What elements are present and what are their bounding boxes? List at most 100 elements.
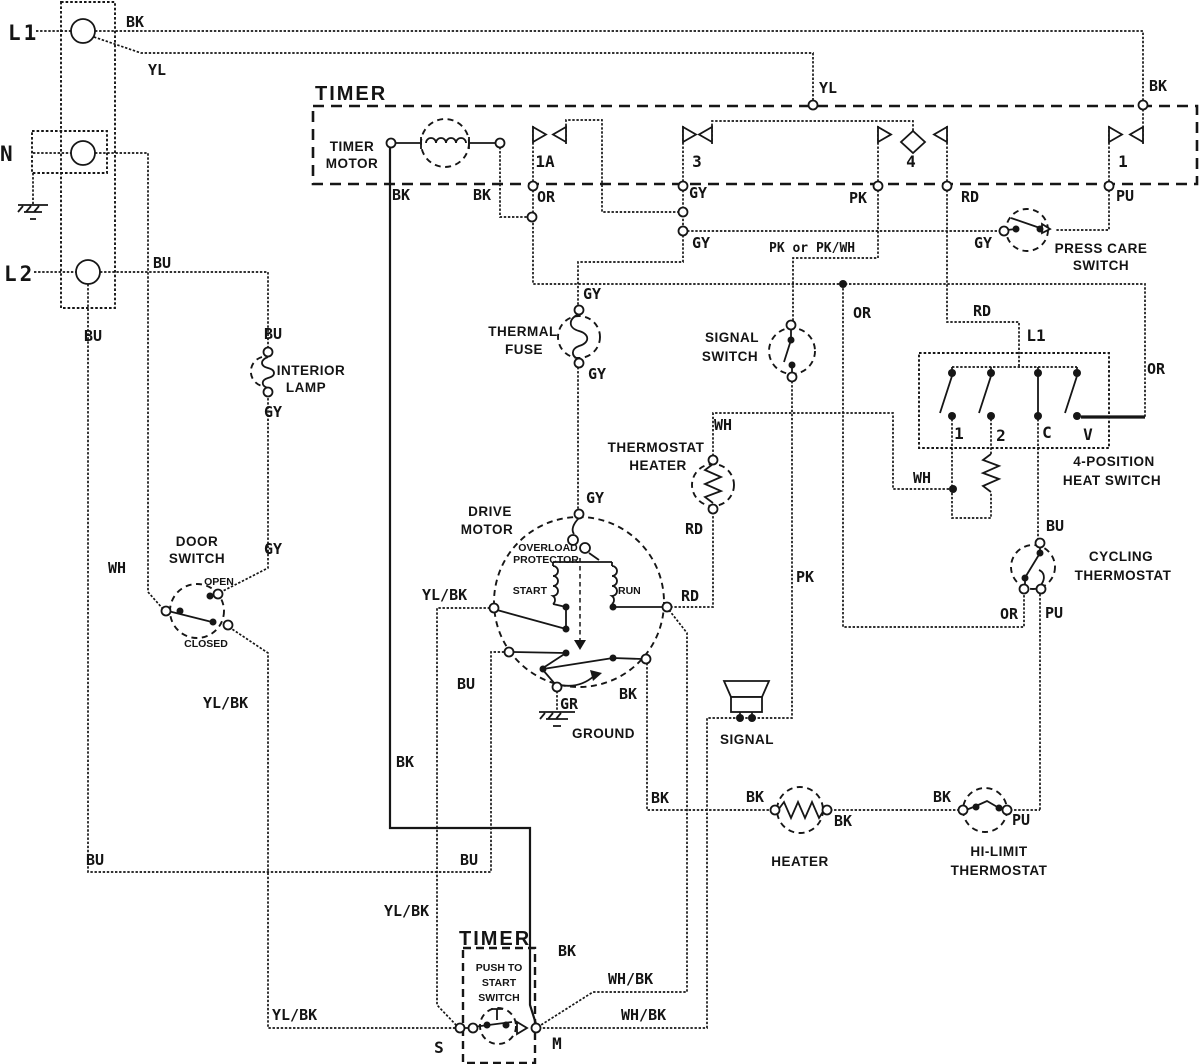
contact-4-flag-left bbox=[877, 125, 893, 144]
wire-label-gy: GY bbox=[692, 234, 710, 252]
heat-switch-pos-c: C bbox=[1042, 423, 1052, 442]
push-start-blade bbox=[465, 1008, 513, 1029]
contact-1-flag-left bbox=[1108, 125, 1124, 144]
wire-label-ylbk: YL/BK bbox=[422, 586, 467, 604]
run-winding-label: RUN bbox=[618, 585, 641, 597]
wire-wh-n-to-door bbox=[95, 152, 164, 610]
neutral-ground-icon bbox=[17, 204, 48, 220]
wire-label-pk-or-pkwh: PK or PK/WH bbox=[769, 241, 855, 256]
terminal-strip-box bbox=[60, 1, 116, 309]
wire-label-yl: YL bbox=[819, 79, 837, 97]
contact-1a-flag-left bbox=[532, 125, 548, 144]
overload-lead bbox=[571, 517, 580, 535]
wire-label-bu: BU bbox=[457, 675, 475, 693]
push-start-label-1: PUSH TO bbox=[476, 962, 522, 974]
timer-motor-symbol bbox=[395, 118, 495, 168]
ground-label: GROUND bbox=[572, 726, 635, 741]
n-terminal-circle bbox=[70, 140, 96, 166]
wire-label-bu: BU bbox=[86, 851, 104, 869]
wire-label-wh: WH bbox=[714, 416, 732, 434]
door-switch-open-label: OPEN bbox=[204, 576, 234, 588]
push-start-terminal-m: M bbox=[552, 1034, 562, 1053]
press-care-label-2: SWITCH bbox=[1073, 258, 1129, 273]
interior-lamp-filament-icon bbox=[261, 356, 275, 389]
door-switch-label-2: SWITCH bbox=[169, 551, 225, 566]
junction-dots bbox=[176, 225, 1081, 1029]
timer-box bbox=[311, 104, 1199, 186]
wire-label-bu: BU bbox=[1046, 517, 1064, 535]
wire-label-pu: PU bbox=[1045, 604, 1063, 622]
contact-1-flag-right bbox=[1128, 125, 1144, 144]
signal-switch-label-2: SWITCH bbox=[702, 349, 758, 364]
wire-label-yl: YL bbox=[148, 61, 166, 79]
heat-switch-label-1: 4-POSITION bbox=[1073, 454, 1155, 469]
motor-ground-icon bbox=[539, 711, 575, 727]
labels: L1 N L2 TIMER TIMER MOTOR 1A 3 4 1 BK YL… bbox=[0, 13, 1171, 1057]
thermostat-heater-label-2: HEATER bbox=[629, 458, 687, 473]
signal-switch-label-1: SIGNAL bbox=[705, 330, 759, 345]
timer-contact-1a-label: 1A bbox=[535, 152, 555, 171]
wire-label-gy: GY bbox=[588, 365, 606, 383]
wire-label-bu: BU bbox=[264, 325, 282, 343]
signal-horn-icon bbox=[722, 680, 771, 698]
overload-label-1: OVERLOAD bbox=[518, 542, 578, 554]
wire-label-gy: GY bbox=[583, 285, 601, 303]
wire-label-bk: BK bbox=[558, 942, 576, 960]
thermostat-heater-label-1: THERMOSTAT bbox=[608, 440, 705, 455]
hi-limit-label-2: THERMOSTAT bbox=[951, 863, 1048, 878]
heater-resistor-icon bbox=[777, 799, 825, 821]
thermal-fuse-symbol bbox=[557, 313, 601, 360]
wire-label-rd: RD bbox=[685, 520, 703, 538]
rotation-arrowhead-icon bbox=[590, 670, 602, 681]
wire-label-or: OR bbox=[1147, 360, 1166, 378]
thermostat-heater-symbol bbox=[691, 463, 735, 507]
wire-bk-timermotor-jog bbox=[499, 147, 528, 218]
wire-label-bk: BK bbox=[392, 186, 410, 204]
timer-contact-3-label: 3 bbox=[692, 152, 702, 171]
wire-label-gr: GR bbox=[560, 695, 579, 713]
l2-terminal-circle bbox=[75, 259, 101, 285]
timer-motor-circle bbox=[420, 118, 470, 168]
heat-switch-pos-1: 1 bbox=[954, 424, 964, 443]
signal-symbol bbox=[722, 680, 771, 713]
wire-bu-l2-to-motor bbox=[87, 284, 505, 873]
overload-contact-a bbox=[567, 534, 579, 546]
press-care-switch-symbol bbox=[1005, 208, 1052, 252]
wire-yl-l1-to-timer bbox=[93, 36, 814, 101]
heat-switch-resistor-icon bbox=[980, 453, 1002, 493]
wire-label-rd: RD bbox=[973, 302, 991, 320]
rotation-arrow-arc bbox=[555, 675, 595, 687]
push-start-symbol bbox=[465, 1007, 529, 1045]
timer-contact-stems bbox=[532, 105, 1144, 186]
press-care-label-1: PRESS CARE bbox=[1055, 241, 1148, 256]
wire-label-pk: PK bbox=[849, 189, 867, 207]
thermal-fuse-label-2: FUSE bbox=[505, 342, 543, 357]
heater-symbol bbox=[776, 786, 825, 834]
timer-contacts bbox=[532, 125, 1144, 155]
wire-label-or: OR bbox=[1000, 605, 1019, 623]
wire-label-bk: BK bbox=[473, 186, 491, 204]
wire-label-gy: GY bbox=[689, 184, 707, 202]
wire-label-pk: PK bbox=[796, 568, 814, 586]
start-winding-coil-icon bbox=[550, 565, 559, 605]
thermal-fuse-circle bbox=[557, 315, 601, 359]
wire-label-rd: RD bbox=[961, 188, 979, 206]
overload-contact-b bbox=[579, 542, 591, 554]
heater-label: HEATER bbox=[771, 854, 829, 869]
contact-1a-flag-right bbox=[551, 125, 567, 144]
door-switch-closed-label: CLOSED bbox=[184, 638, 228, 650]
neutral-terminal-box bbox=[31, 130, 108, 174]
wire-label-pu: PU bbox=[1012, 811, 1030, 829]
wire-label-bk: BK bbox=[933, 788, 951, 806]
enclosure-boxes bbox=[31, 1, 1199, 1064]
thermostat-heater-circle bbox=[691, 463, 735, 507]
press-care-blade bbox=[1006, 217, 1041, 231]
wire-1a-right-jog bbox=[565, 119, 679, 213]
wire-pk-whbk-to-m bbox=[540, 381, 793, 1029]
thermostat-heater-resistor-icon bbox=[702, 463, 724, 504]
interior-lamp-label-2: LAMP bbox=[286, 380, 326, 395]
cycling-thermostat-circle bbox=[1010, 544, 1056, 590]
timer-motor-coil-icon bbox=[395, 137, 495, 149]
heat-switch-pos-2: 2 bbox=[996, 426, 1006, 445]
terminal-l2-label: L2 bbox=[4, 262, 35, 286]
